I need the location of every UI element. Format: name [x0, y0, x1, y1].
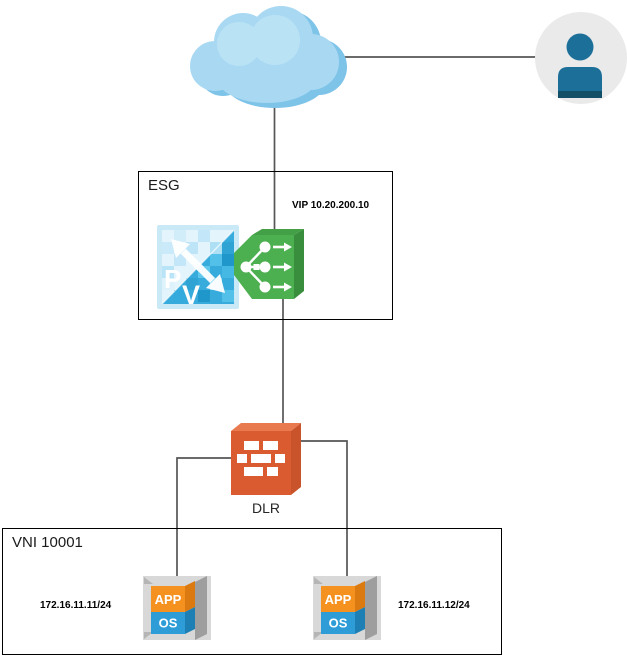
- double-arrow-icon: [171, 239, 225, 293]
- dlr-firewall-icon: [231, 423, 301, 495]
- server-2-os-label: OS: [329, 616, 348, 631]
- pv-letter-v: V: [182, 280, 200, 309]
- server-1-ip-label: 172.16.11.11/24: [40, 600, 112, 611]
- server-1-icon: APP OS: [143, 576, 211, 640]
- edge-dlr-server1: [176, 457, 231, 578]
- internet-cloud-icon: [190, 6, 347, 108]
- pv-letter-p: P: [164, 264, 181, 294]
- brick-pattern: [237, 441, 285, 476]
- vip-label: VIP 10.20.200.10: [292, 200, 370, 211]
- vni-box-label: VNI 10001: [12, 534, 83, 551]
- vni-box: VNI 10001: [2, 528, 502, 655]
- esg-box-label: ESG: [148, 177, 180, 194]
- pv-appliance-icon: P V: [157, 225, 239, 309]
- server-1-app-label: APP: [155, 592, 182, 607]
- dlr-caption: DLR: [251, 500, 280, 516]
- edge-dlr-server2: [299, 440, 348, 578]
- server-1-os-label: OS: [159, 616, 178, 631]
- esg-box: ESG: [138, 171, 393, 320]
- server-2-app-label: APP: [325, 592, 352, 607]
- server-2-ip-label: 172.16.11.12/24: [398, 600, 470, 611]
- user-icon: [535, 12, 627, 104]
- server-2-icon: APP OS: [313, 576, 381, 640]
- load-balancer-icon: [234, 229, 304, 299]
